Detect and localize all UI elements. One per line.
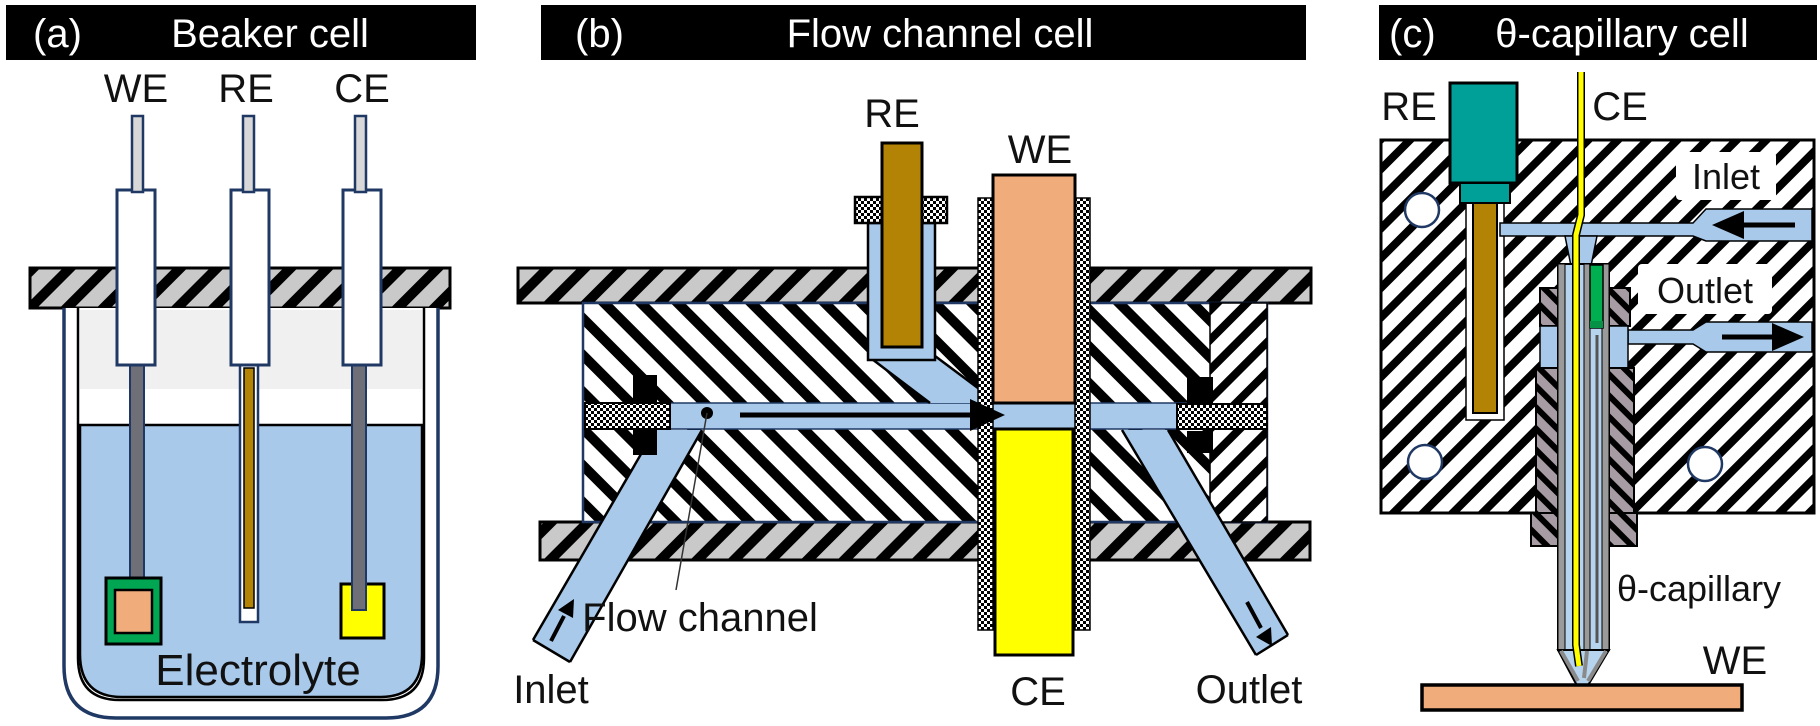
panel-theta-capillary-cell: (c) θ-capillary cell (1379, 5, 1817, 712)
label-re-c: RE (1381, 85, 1437, 129)
inlet-label-box (1676, 152, 1776, 200)
seal-left-bottom (633, 429, 657, 455)
panel-c-tag: (c) (1389, 12, 1436, 56)
bolt-hole-bottom-right (1686, 445, 1724, 483)
label-ce-b: CE (1010, 670, 1066, 714)
flow-arrow-icon (970, 399, 1005, 431)
inlet-arrow-icon (558, 599, 574, 618)
label-outlet-b: Outlet (1196, 668, 1303, 712)
inlet-arrow-icon-c (1712, 211, 1744, 239)
panel-c-title: θ-capillary cell (1495, 12, 1748, 56)
re-body-a (229, 188, 271, 367)
label-theta-capillary: θ-capillary (1617, 568, 1781, 609)
bolt-hole-top-left (1403, 191, 1441, 229)
bolt-hole-bottom-left (1406, 443, 1444, 481)
holder-wedge-right (1607, 287, 1631, 327)
label-outlet-c: Outlet (1657, 270, 1753, 311)
seal-right-bottom (1187, 431, 1213, 453)
seal-right-top (1187, 377, 1213, 403)
re-collar-c (1459, 182, 1511, 204)
reference-electrode-c (1448, 81, 1519, 421)
we-rod-a (129, 364, 145, 586)
re-wire-c (1472, 202, 1498, 414)
panel-a-title: Beaker cell (171, 12, 369, 56)
ce-rod-a (351, 364, 367, 611)
re-pin-a (241, 114, 256, 194)
panel-a-tag: (a) (33, 12, 82, 56)
outlet-tube (1120, 429, 1290, 657)
channel-plug-left (584, 402, 671, 430)
inlet-tube-body (533, 430, 702, 662)
ce-pin-a (353, 114, 368, 194)
outlet-arrow-shaft (1245, 601, 1263, 629)
capillary-taper-walls (1559, 649, 1608, 683)
counter-electrode-b (993, 427, 1075, 657)
outlet-tube-outline (1120, 429, 1290, 657)
we-gasket-right (1074, 197, 1091, 631)
capillary-septum (1583, 263, 1591, 651)
outlet-channel-c (1627, 321, 1813, 353)
label-we-b: WE (1008, 128, 1072, 172)
label-ce-c: CE (1592, 85, 1648, 129)
ce-body-a (341, 188, 383, 367)
panel-b-title: Flow channel cell (787, 12, 1094, 56)
label-ce-a: CE (334, 67, 390, 111)
we-pin-a (130, 114, 145, 194)
seal-left-top (633, 375, 657, 403)
we-plate-a (113, 588, 154, 635)
reference-electrode-b (853, 141, 999, 405)
panel-flow-channel-cell: (b) Flow channel cell (513, 5, 1313, 714)
capillary-wall-left (1557, 263, 1566, 651)
panel-beaker-cell: (a) Beaker cell WE RE CE (6, 5, 476, 720)
working-electrode-c (1420, 683, 1744, 712)
ce-wire (1573, 72, 1584, 667)
outlet-arrow-icon-c (1772, 323, 1804, 351)
label-re-a: RE (218, 67, 274, 111)
label-we-a: WE (104, 67, 168, 111)
outlet-tube-body (1122, 430, 1288, 655)
label-inlet-b: Inlet (513, 668, 589, 712)
we-body-a (115, 188, 157, 367)
outlet-label-box (1638, 264, 1772, 314)
re-wire-a (243, 367, 255, 609)
panel-c-title-bar (1379, 5, 1817, 60)
reference-electrode-a (229, 114, 271, 624)
working-electrode-a (104, 114, 163, 646)
label-flow-channel: Flow channel (582, 596, 818, 640)
channel-plug-right (1176, 403, 1268, 430)
panel-a-title-bar (6, 5, 476, 60)
panel-b-title-bar (541, 5, 1306, 60)
theta-capillary (1556, 263, 1611, 689)
inlet-tube-outline (531, 429, 704, 664)
counter-electrode-a (339, 114, 386, 640)
panel-b-tag: (b) (575, 12, 624, 56)
capillary-green-electrode-shade (1590, 321, 1603, 328)
outlet-arrow-icon (1256, 627, 1272, 646)
capillary-green-electrode (1589, 264, 1604, 329)
holder-bar-right (1607, 367, 1635, 514)
label-inlet-c: Inlet (1692, 156, 1760, 197)
inlet-arrow-shaft (549, 615, 566, 642)
capillary-mouth-funnel (1564, 235, 1598, 267)
re-electrode-b (880, 141, 924, 349)
re-body-c (1448, 81, 1519, 185)
flow-channel-leader-line (675, 412, 708, 591)
inlet-tube (531, 429, 704, 664)
label-re-b: RE (864, 92, 920, 136)
working-electrode-b (991, 173, 1077, 405)
label-electrolyte: Electrolyte (155, 646, 360, 695)
re-junction-passage (868, 356, 998, 403)
label-we-c: WE (1703, 639, 1767, 683)
